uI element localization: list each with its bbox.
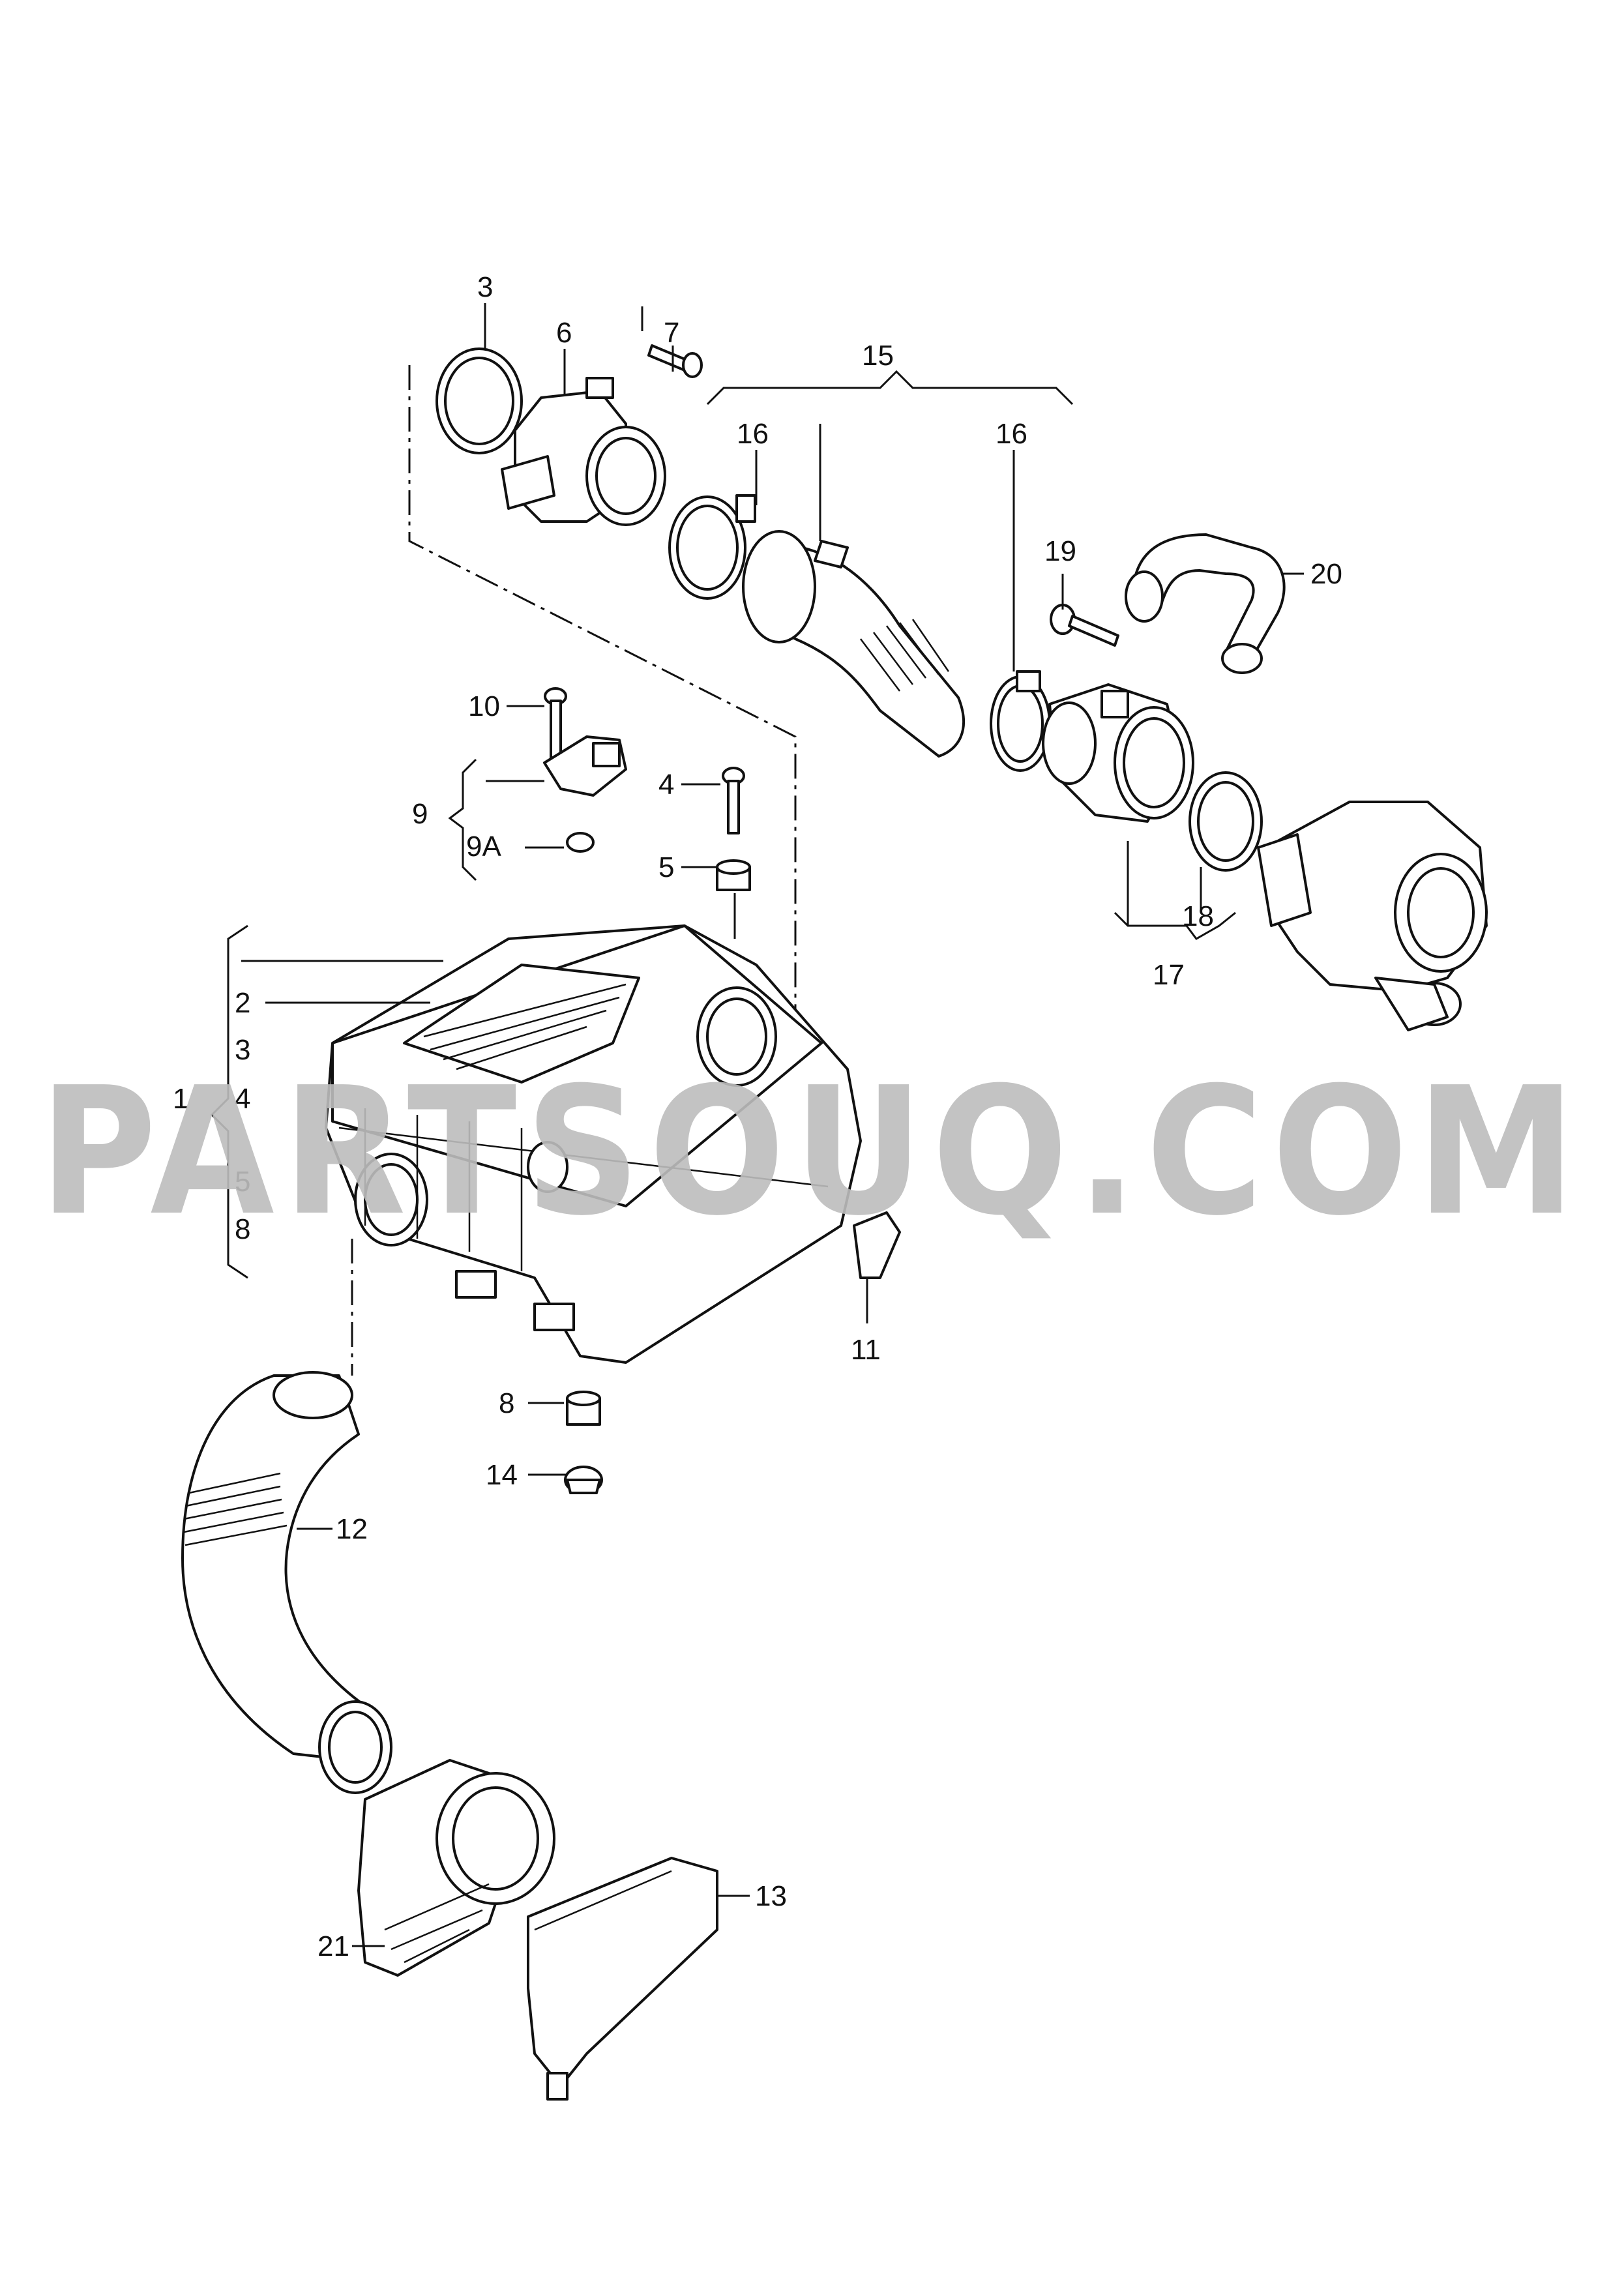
connecting-pipe-part [1042,683,1194,823]
callout-8-list: 8 [235,1213,250,1245]
callout-1: 1 [173,1083,188,1115]
screw-part-10 [544,687,567,764]
bolt-part-19 [1050,604,1119,647]
callout-16-right: 16 [996,418,1027,450]
callout-18: 18 [1182,900,1214,932]
seal-ring-part [1188,771,1263,872]
callout-20: 20 [1310,558,1342,590]
callout-4-right: 4 [658,769,674,801]
callout-5-list: 5 [235,1166,250,1198]
callout-16-left: 16 [737,418,769,450]
callout-2: 2 [235,987,250,1019]
connector-part [853,1211,901,1279]
air-duct-cover-part [527,1857,718,2101]
air-guide-part [357,1759,555,1977]
callout-12: 12 [336,1513,368,1545]
screw-grommet-part [716,767,751,891]
callout-9: 9 [412,798,428,830]
callout-4-list: 4 [235,1083,250,1115]
callout-13: 13 [755,1880,787,1912]
callout-7: 7 [664,317,679,349]
callout-17: 17 [1153,959,1185,991]
screw-part-7 [647,344,703,378]
callout-11: 11 [851,1334,881,1366]
o-ring-9a-part [566,832,595,853]
callout-9a: 9A [466,831,501,863]
hose-clamp-right-part [990,670,1051,772]
callout-3-top: 3 [477,271,493,303]
callout-19: 19 [1044,535,1076,567]
o-ring-part [436,347,523,454]
callout-labels: 3 6 7 15 16 16 19 20 10 9 9A 4 5 18 17 1… [173,271,1342,1962]
air-mass-meter-part [501,377,666,526]
grommet-cap-part [564,1391,603,1494]
hose-clamp-left-part [668,494,756,600]
callout-21: 21 [317,1930,349,1962]
leader-lines [210,303,1304,1947]
callout-15: 15 [862,340,894,372]
air-filter-housing-part [325,924,862,1364]
callout-5-right: 5 [658,851,674,883]
callout-14: 14 [486,1459,518,1491]
callout-10: 10 [468,690,500,722]
intake-hose-part [742,530,965,758]
assembly-lines [351,306,797,1376]
callout-8: 8 [499,1387,514,1419]
turbocharger-part [1257,801,1488,1031]
watermark-text: PARTSOUQ.COM [39,1049,1584,1254]
sensor-part [543,735,627,797]
callout-6: 6 [556,317,572,349]
callout-3-list: 3 [235,1034,250,1066]
lower-intake-hose-part [181,1371,392,1794]
vent-hose-part [1125,533,1286,674]
